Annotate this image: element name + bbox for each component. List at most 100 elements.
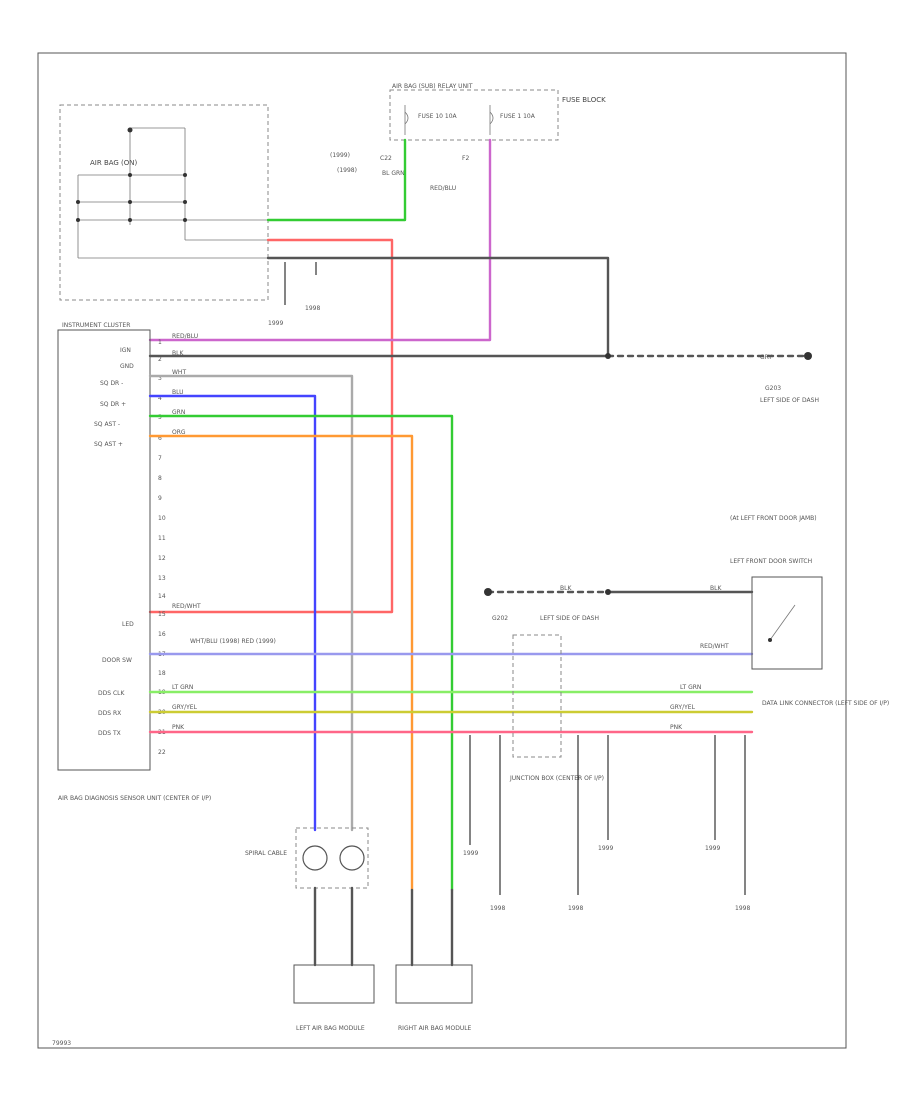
c22-label: C22 xyxy=(380,155,392,162)
door-switch-icon xyxy=(769,604,796,641)
pin-labels: IGN GND SQ DR - SQ DR + SQ AST - SQ AST … xyxy=(94,347,134,737)
wire-orange xyxy=(148,434,414,892)
fuse-block-title: FUSE BLOCK xyxy=(562,96,606,104)
red-wht-right: RED/WHT xyxy=(700,643,729,650)
junction-box xyxy=(512,634,562,758)
svg-text:GRY/YEL: GRY/YEL xyxy=(172,704,198,711)
svg-text:1: 1 xyxy=(158,339,162,346)
svg-text:4: 4 xyxy=(158,395,162,402)
wire-blue xyxy=(148,394,317,832)
wire-red-led-top xyxy=(148,238,394,614)
figure-id: 79993 xyxy=(52,1040,71,1047)
left-module-label: LEFT AIR BAG MODULE xyxy=(296,1025,365,1032)
svg-text:PNK: PNK xyxy=(172,724,185,731)
svg-text:WHT: WHT xyxy=(172,369,186,376)
blk-label-b: BLK xyxy=(710,585,722,592)
fuse-1-10a-label: FUSE 1 10A xyxy=(500,113,536,120)
svg-text:DDS RX: DDS RX xyxy=(98,710,121,717)
svg-text:16: 16 xyxy=(158,631,166,638)
year-1999-drop-d: 1999 xyxy=(598,845,613,852)
fuse-block-box xyxy=(389,89,559,141)
air-bag-indicator-label: AIR BAG (ON) xyxy=(90,159,138,167)
spiral-cable-icon-left xyxy=(302,845,328,871)
bl-grn-label: BL GRN xyxy=(382,170,405,177)
svg-text:IGN: IGN xyxy=(120,347,131,354)
svg-text:BLK: BLK xyxy=(172,350,184,357)
svg-text:10: 10 xyxy=(158,515,166,522)
svg-text:RED/BLU: RED/BLU xyxy=(172,333,198,340)
svg-text:DDS TX: DDS TX xyxy=(98,730,121,737)
svg-text:14: 14 xyxy=(158,593,166,600)
door-switch-label: LEFT FRONT DOOR SWITCH xyxy=(730,558,812,565)
svg-text:RED/WHT: RED/WHT xyxy=(172,603,201,610)
ign-1999-label: (1999) xyxy=(330,152,350,159)
fuse-10a-icon xyxy=(404,105,409,135)
diagram-frame xyxy=(37,52,847,1049)
g203-ground-icon xyxy=(804,352,812,360)
instrument-cluster-label: INSTRUMENT CLUSTER xyxy=(62,322,130,329)
svg-text:GRN: GRN xyxy=(172,409,185,416)
dlc-label: DATA LINK CONNECTOR (LEFT SIDE OF I/P) xyxy=(762,700,889,707)
gry-label: GRY xyxy=(760,354,772,361)
door-switch-box xyxy=(751,576,823,670)
svg-text:DOOR SW: DOOR SW xyxy=(102,657,132,664)
year-1998-top: 1998 xyxy=(305,305,320,312)
g203-label: G203 xyxy=(765,385,781,392)
red-blu-label: RED/BLU xyxy=(430,185,456,192)
ground-drops xyxy=(469,735,746,895)
svg-text:SQ DR -: SQ DR - xyxy=(100,380,123,387)
svg-text:7: 7 xyxy=(158,455,162,462)
svg-text:SQ AST +: SQ AST + xyxy=(94,441,123,448)
svg-text:3: 3 xyxy=(158,375,162,382)
gry-yel-right: GRY/YEL xyxy=(670,704,696,711)
f2-label: F2 xyxy=(462,155,469,162)
wire-green-fuse xyxy=(266,138,407,222)
pnk-right: PNK xyxy=(670,724,683,731)
g202-desc: LEFT SIDE OF DASH xyxy=(540,615,599,622)
pin-numbers: 1 2 3 4 5 6 7 8 9 10 11 12 13 14 15 16 1… xyxy=(158,339,166,756)
svg-text:WHT/BLU (1998) RED (1999): WHT/BLU (1998) RED (1999) xyxy=(190,638,276,645)
fuse-block-header: AIR BAG (SUB) RELAY UNIT xyxy=(392,83,473,90)
spiral-cable-icon-right xyxy=(339,845,365,871)
year-1999-drop-a: 1999 xyxy=(463,850,478,857)
svg-text:5: 5 xyxy=(158,414,162,421)
spiral-cable-box xyxy=(295,827,369,889)
door-jamb-label: (At LEFT FRONT DOOR JAMB) xyxy=(730,515,817,522)
svg-text:8: 8 xyxy=(158,475,162,482)
svg-text:22: 22 xyxy=(158,749,166,756)
svg-text:18: 18 xyxy=(158,670,166,677)
g202-label: G202 xyxy=(492,615,508,622)
svg-text:11: 11 xyxy=(158,535,166,542)
ign-1998-label: (1998) xyxy=(337,167,357,174)
door-junction xyxy=(605,589,611,595)
wire-white xyxy=(148,374,354,832)
fuse-1-icon xyxy=(489,105,494,135)
air-bag-indicator-box xyxy=(59,104,269,301)
g203-junction xyxy=(605,353,611,359)
svg-text:SQ DR +: SQ DR + xyxy=(100,401,126,408)
year-1998-drop-b: 1998 xyxy=(490,905,505,912)
svg-text:LED: LED xyxy=(122,621,134,628)
svg-text:BLU: BLU xyxy=(172,389,184,396)
lt-grn-right: LT GRN xyxy=(680,684,701,691)
junction-box-label: JUNCTION BOX (CENTER OF I/P) xyxy=(509,775,604,782)
right-module-label: RIGHT AIR BAG MODULE xyxy=(398,1025,472,1032)
g202-ground-icon xyxy=(484,588,492,596)
svg-text:DDS CLK: DDS CLK xyxy=(98,690,125,697)
right-airbag-module xyxy=(395,964,473,1004)
svg-text:LT GRN: LT GRN xyxy=(172,684,193,691)
svg-text:2: 2 xyxy=(158,356,162,363)
wire-purple-ign xyxy=(148,138,492,342)
g203-desc: LEFT SIDE OF DASH xyxy=(760,397,819,404)
year-1998-drop-c: 1998 xyxy=(568,905,583,912)
year-1999-drop-e: 1999 xyxy=(705,845,720,852)
left-airbag-module xyxy=(293,964,375,1004)
svg-text:13: 13 xyxy=(158,575,166,582)
wire-black-ground-top xyxy=(266,256,610,358)
svg-text:12: 12 xyxy=(158,555,166,562)
sensor-unit-box xyxy=(57,329,151,771)
svg-text:SQ AST -: SQ AST - xyxy=(94,421,120,428)
year-1998-drop-f: 1998 xyxy=(735,905,750,912)
year-1999-top: 1999 xyxy=(268,320,283,327)
